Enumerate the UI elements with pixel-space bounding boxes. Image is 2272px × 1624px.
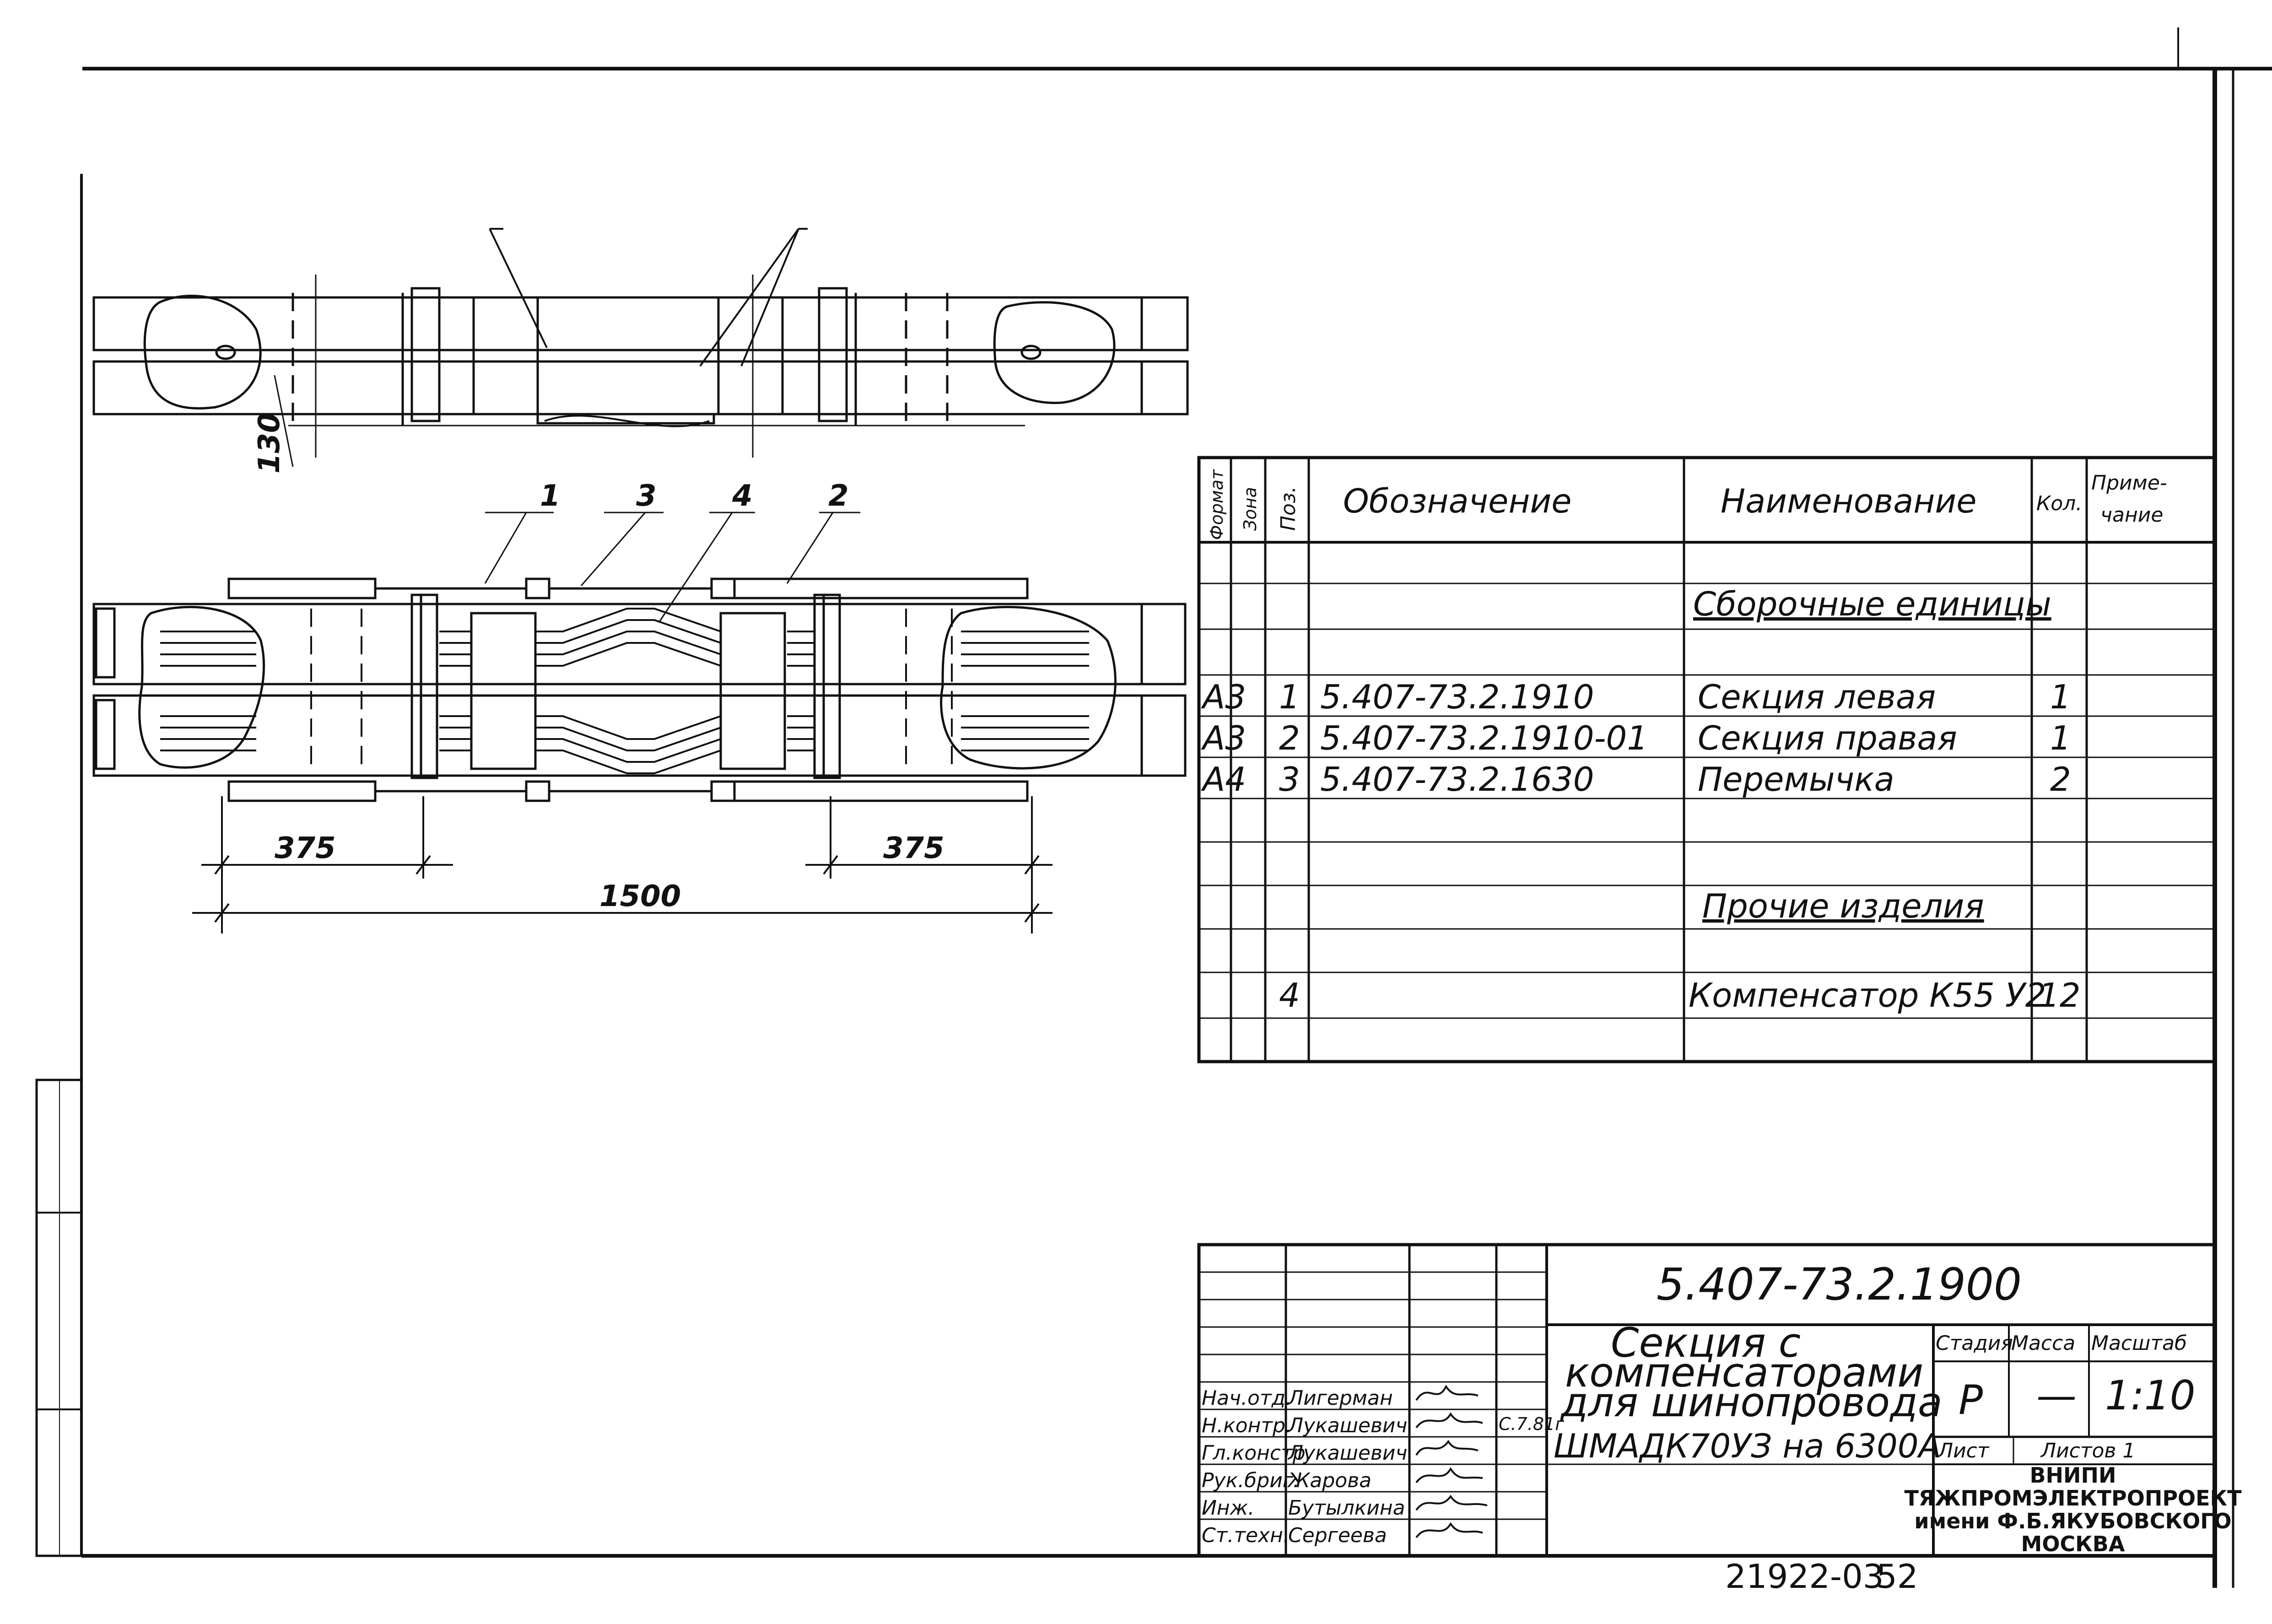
dimension-left: 375 <box>275 831 336 865</box>
row1-designation: 5.407-73.2.1910 <box>1320 678 1594 716</box>
spec-table <box>1197 456 2217 1063</box>
row3-designation: 5.407-73.2.1630 <box>1320 760 1594 799</box>
section-other-items: Прочие изделия <box>1702 887 1984 925</box>
sig-name-2: Лукашевич <box>1287 1414 1408 1437</box>
callout-3: 3 <box>636 479 657 513</box>
title-block <box>1197 1243 2217 1558</box>
row1-pos: 1 <box>1279 678 1300 716</box>
header-note-line2: чание <box>2100 503 2163 527</box>
dimension-overall: 1500 <box>599 879 681 913</box>
sig-role-5: Инж. <box>1202 1496 1254 1520</box>
scale-value: 1:10 <box>2105 1372 2196 1419</box>
org-line-3: имени Ф.Б.ЯКУБОВСКОГО <box>1914 1509 2231 1533</box>
top-view-dimension-label: 130 <box>253 412 286 474</box>
row4-pos: 4 <box>1279 976 1300 1014</box>
title-line-4: ШМАДК70УЗ на 6300А <box>1554 1427 1941 1465</box>
header-name: Наименование <box>1721 482 1977 520</box>
row2-name: Секция правая <box>1698 719 1957 757</box>
scale-label: Масштаб <box>2091 1332 2187 1355</box>
row1-format: А3 <box>1201 678 1246 716</box>
dimension-lines <box>192 796 1052 933</box>
sig-name-5: Бутылкина <box>1288 1496 1405 1520</box>
callout-2: 2 <box>828 479 849 513</box>
date-note: С.7.81г <box>1499 1414 1565 1434</box>
title-line-1: Секция с <box>1611 1319 1801 1366</box>
callout-4: 4 <box>732 479 753 513</box>
sheets-label: Листов 1 <box>2040 1439 2135 1462</box>
row1-qty: 1 <box>2050 678 2071 716</box>
sig-role-3: Гл.констр. <box>1202 1441 1312 1465</box>
stage-value: Р <box>1959 1376 1983 1424</box>
page-number: 52 <box>1876 1557 1918 1596</box>
sig-name-4: Жарова <box>1287 1469 1371 1492</box>
header-note-line1: Приме- <box>2091 471 2167 495</box>
signature-marks <box>1415 1385 1488 1538</box>
row2-designation: 5.407-73.2.1910-01 <box>1320 719 1648 757</box>
title-line-2: компенсаторами <box>1565 1349 1923 1396</box>
row3-name: Перемычка <box>1698 760 1894 799</box>
org-line-2: ТЯЖПРОМЭЛЕКТРОПРОЕКТ <box>1904 1486 2242 1511</box>
header-pos: Поз. <box>1277 486 1300 531</box>
header-designation: Обозначение <box>1343 482 1572 520</box>
header-format: Формат <box>1207 469 1227 540</box>
row2-format: А3 <box>1201 719 1246 757</box>
row3-format: А4 <box>1201 760 1246 799</box>
document-code: 5.407-73.2.1900 <box>1657 1259 2022 1310</box>
org-line-1: ВНИПИ <box>2029 1463 2116 1488</box>
section-assembly-units: Сборочные единицы <box>1693 585 2051 623</box>
mass-value: — <box>2036 1372 2077 1419</box>
inventory-number: 21922-03 <box>1725 1557 1884 1596</box>
sig-role-1: Нач.отд. <box>1202 1387 1292 1410</box>
org-line-4: МОСКВА <box>2021 1532 2125 1556</box>
sig-name-3: Лукашевич <box>1287 1441 1408 1465</box>
row1-name: Секция левая <box>1698 678 1936 716</box>
plan-view <box>92 512 1187 802</box>
row4-name: Компенсатор К55 У2 <box>1689 976 2046 1014</box>
stage-label: Стадия <box>1936 1332 2013 1355</box>
dimension-right: 375 <box>883 831 944 865</box>
sig-name-1: Лигерман <box>1287 1387 1393 1410</box>
header-zone: Зона <box>1240 487 1260 531</box>
row2-pos: 2 <box>1279 719 1300 757</box>
sig-role-4: Рук.бриг. <box>1202 1469 1300 1492</box>
sig-name-6: Сергеева <box>1288 1524 1387 1547</box>
row4-qty: 12 <box>2039 976 2081 1014</box>
sig-role-2: Н.контр. <box>1202 1414 1292 1437</box>
row3-qty: 2 <box>2050 760 2071 799</box>
header-qty: Кол. <box>2036 492 2082 515</box>
row3-pos: 3 <box>1279 760 1300 799</box>
sig-role-6: Ст.техн. <box>1202 1524 1290 1547</box>
sheet-label: Лист <box>1937 1439 1990 1462</box>
callout-1: 1 <box>540 479 561 513</box>
mass-label: Масса <box>2011 1332 2075 1355</box>
title-line-3: для шинопровода <box>1560 1379 1943 1426</box>
row2-qty: 1 <box>2050 719 2071 757</box>
top-view <box>92 228 1189 467</box>
